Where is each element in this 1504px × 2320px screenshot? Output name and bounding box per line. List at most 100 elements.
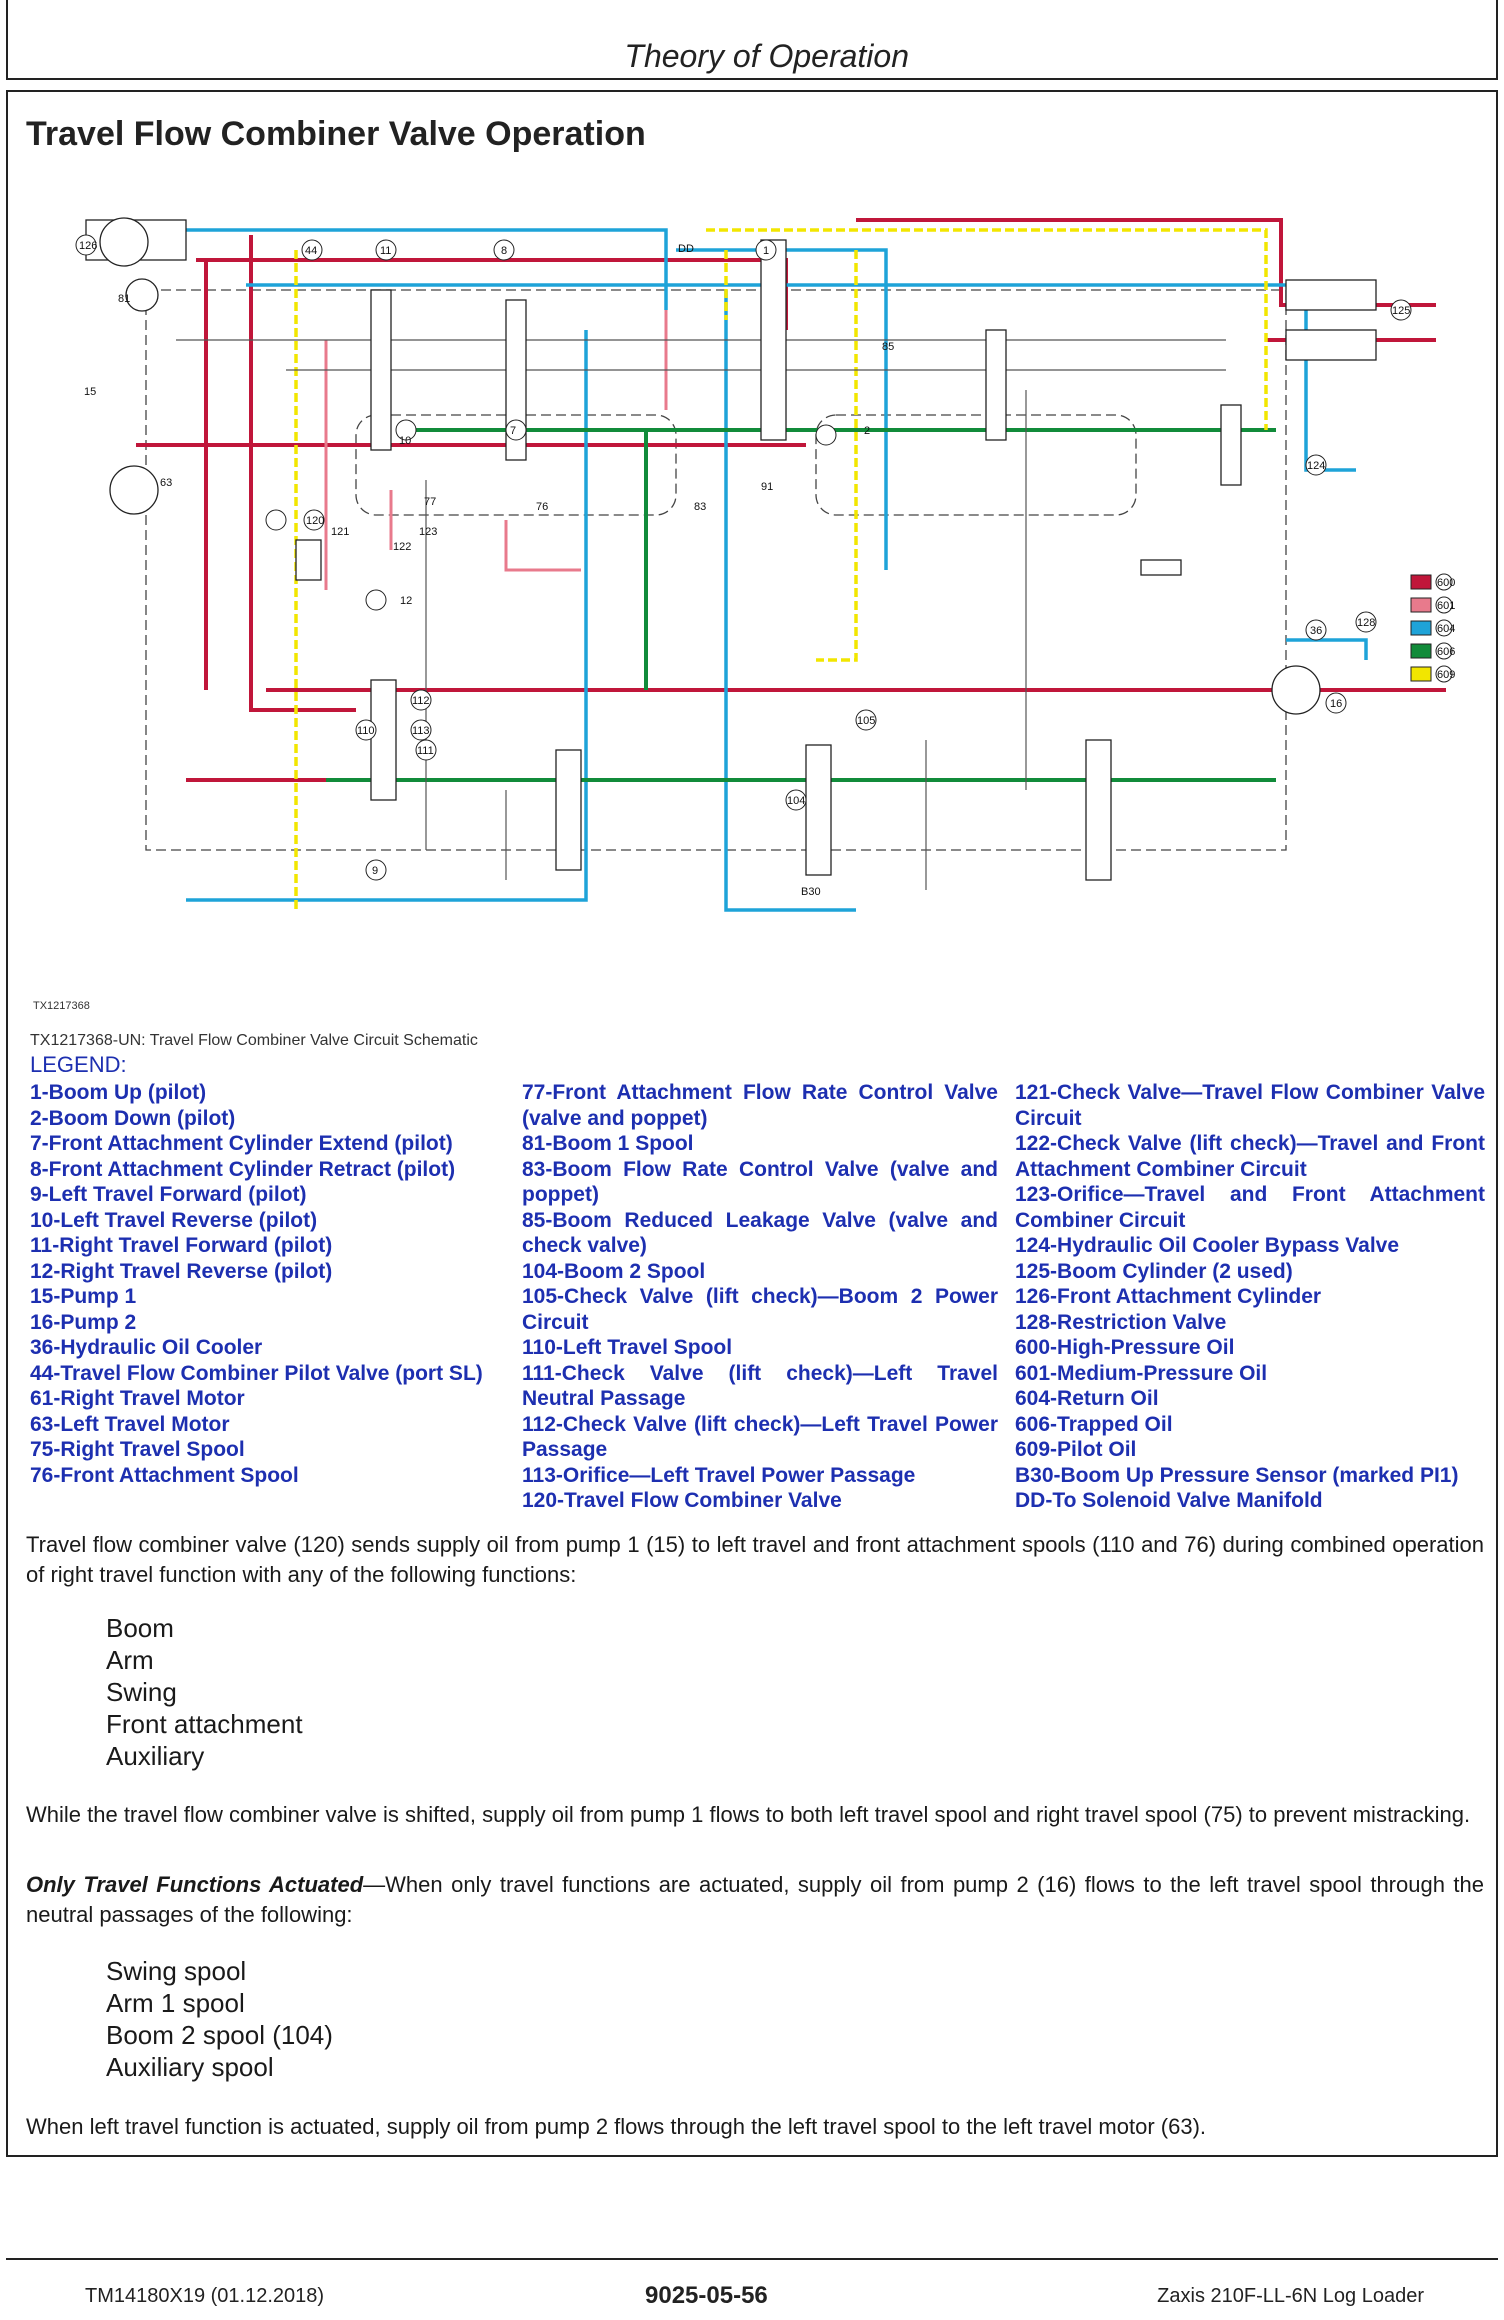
legend-item: 83-Boom Flow Rate Control Valve (valve a… (522, 1157, 998, 1207)
legend-code-601: 601 (1437, 600, 1455, 612)
content-frame (6, 90, 1498, 2157)
valve-block-outline-right (815, 414, 1137, 516)
legend-item: 77-Front Attachment Flow Rate Control Va… (522, 1081, 998, 1130)
legend-item: 2-Boom Down (pilot) (30, 1106, 236, 1130)
legend-item: 122-Check Valve (lift check)—Travel and … (1015, 1132, 1485, 1181)
footer-doc-id: TM14180X19 (01.12.2018) (85, 2285, 325, 2307)
callout-111: 111 (417, 745, 434, 757)
callout-125: 125 (1392, 305, 1410, 317)
legend-item: 36-Hydraulic Oil Cooler (30, 1336, 263, 1359)
callout-15: 15 (84, 386, 96, 398)
callout-63: 63 (160, 477, 172, 489)
callout-123: 123 (419, 526, 437, 538)
legend-item: 124-Hydraulic Oil Cooler Bypass Valve (1015, 1234, 1400, 1257)
callout-126: 126 (79, 240, 97, 252)
page-title: Travel Flow Combiner Valve Operation (26, 115, 646, 153)
boom-cylinder-lower-symbol (1285, 329, 1377, 361)
legend-item: 10-Left Travel Reverse (pilot) (30, 1208, 318, 1232)
legend-item: 110-Left Travel Spool (522, 1336, 733, 1359)
legend-item: 609-Pilot Oil (1015, 1438, 1137, 1461)
legend-item: 120-Travel Flow Combiner Valve (522, 1489, 842, 1512)
legend-item: 85-Boom Reduced Leakage Valve (valve and… (522, 1208, 998, 1258)
list-item: Boom (106, 1613, 174, 1643)
figure-id: TX1217368 (33, 1000, 90, 1012)
component-symbol (1140, 559, 1182, 576)
callout-1: 1 (763, 245, 769, 257)
legend-column-2: 77-Front Attachment Flow Rate Control Va… (522, 1080, 998, 1514)
legend-column-3: 121-Check Valve—Travel Flow Combiner Val… (1015, 1080, 1485, 1514)
legend-item: 113-Orifice—Left Travel Power Passage (522, 1463, 916, 1487)
paragraph-1: Travel flow combiner valve (120) sends s… (26, 1532, 1484, 1587)
spool-symbol (1220, 404, 1242, 486)
callout-36: 36 (1310, 625, 1322, 637)
legend-item: 81-Boom 1 Spool (522, 1132, 694, 1155)
legend-swatch-609 (1410, 666, 1432, 682)
boom-2-spool-symbol (805, 744, 832, 876)
legend-item: 105-Check Valve (lift check)—Boom 2 Powe… (522, 1285, 998, 1334)
footer-rule (6, 2258, 1498, 2260)
paragraph-3-text: —When only travel functions are actuated… (26, 1872, 1484, 1927)
legend-code-600: 600 (1437, 577, 1455, 589)
callout-110: 110 (357, 725, 375, 737)
legend-item: 16-Pump 2 (30, 1310, 137, 1334)
legend-item: DD-To Solenoid Valve Manifold (1015, 1489, 1323, 1512)
list-item: Boom 2 spool (104) (106, 2020, 333, 2050)
left-travel-motor-symbol (109, 465, 159, 515)
right-travel-motor-symbol (99, 217, 149, 267)
list-item: Swing spool (106, 1956, 247, 1986)
callout-77: 77 (424, 496, 436, 508)
legend-swatch-601 (1410, 597, 1432, 613)
callout-9: 9 (372, 865, 378, 877)
legend-item: 75-Right Travel Spool (30, 1438, 245, 1461)
legend-code-606: 606 (1437, 646, 1455, 658)
list-item: Auxiliary (106, 1741, 205, 1771)
legend-item: 123-Orifice—Travel and Front Attachment … (1015, 1183, 1485, 1232)
callout-8: 8 (501, 245, 507, 257)
spool-symbol (555, 749, 582, 871)
callout-122: 122 (393, 541, 411, 553)
callout-81: 81 (118, 293, 130, 305)
paragraph-4: When left travel function is actuated, s… (26, 2114, 1207, 2139)
paragraph-3: Only Travel Functions Actuated—When only… (26, 1870, 1484, 1930)
legend-item: 604-Return Oil (1015, 1387, 1159, 1410)
legend-code-604: 604 (1437, 623, 1455, 635)
callout-120: 120 (306, 515, 324, 527)
left-travel-spool-symbol (370, 679, 397, 801)
list-item: Swing (106, 1677, 177, 1707)
legend-column-1: 1-Boom Up (pilot)2-Boom Down (pilot)7-Fr… (30, 1080, 506, 1488)
legend-item: 600-High-Pressure Oil (1015, 1336, 1235, 1359)
callout-112: 112 (412, 695, 430, 707)
travel-flow-combiner-valve-symbol (295, 539, 322, 581)
legend-item: 44-Travel Flow Combiner Pilot Valve (por… (30, 1361, 483, 1385)
legend-item: 121-Check Valve—Travel Flow Combiner Val… (1015, 1081, 1485, 1130)
legend-item: 601-Medium-Pressure Oil (1015, 1361, 1268, 1385)
callout-113: 113 (412, 725, 430, 737)
legend-swatch-604 (1410, 620, 1432, 636)
pump-1-symbol (125, 278, 159, 312)
legend-item: 8-Front Attachment Cylinder Retract (pil… (30, 1157, 456, 1181)
callout-7: 7 (510, 425, 516, 437)
footer-model: Zaxis 210F-LL-6N Log Loader (1157, 2285, 1424, 2307)
callout-105: 105 (857, 715, 875, 727)
callout-121: 121 (331, 526, 349, 538)
paragraph-3-lead: Only Travel Functions Actuated (26, 1872, 364, 1897)
spool-symbol (1085, 739, 1112, 881)
legend-code-609: 609 (1437, 669, 1455, 681)
legend-item: 1-Boom Up (pilot) (30, 1081, 207, 1104)
header-frame (6, 0, 1498, 80)
section-header-title: Theory of Operation (624, 38, 909, 74)
legend-item: 111-Check Valve (lift check)—Left Travel… (522, 1361, 998, 1411)
legend-item: 61-Right Travel Motor (30, 1387, 245, 1410)
legend-swatch-606 (1410, 643, 1432, 659)
callout-2: 2 (864, 425, 870, 437)
boom-cylinder-upper-symbol (1285, 279, 1377, 311)
legend-item: 606-Trapped Oil (1015, 1412, 1173, 1436)
callout-12: 12 (400, 595, 412, 607)
callout-11: 11 (380, 245, 391, 257)
legend-swatch-600 (1410, 574, 1432, 590)
legend-item: 12-Right Travel Reverse (pilot) (30, 1259, 333, 1283)
list-item: Auxiliary spool (106, 2052, 274, 2082)
callout-128: 128 (1357, 617, 1375, 629)
